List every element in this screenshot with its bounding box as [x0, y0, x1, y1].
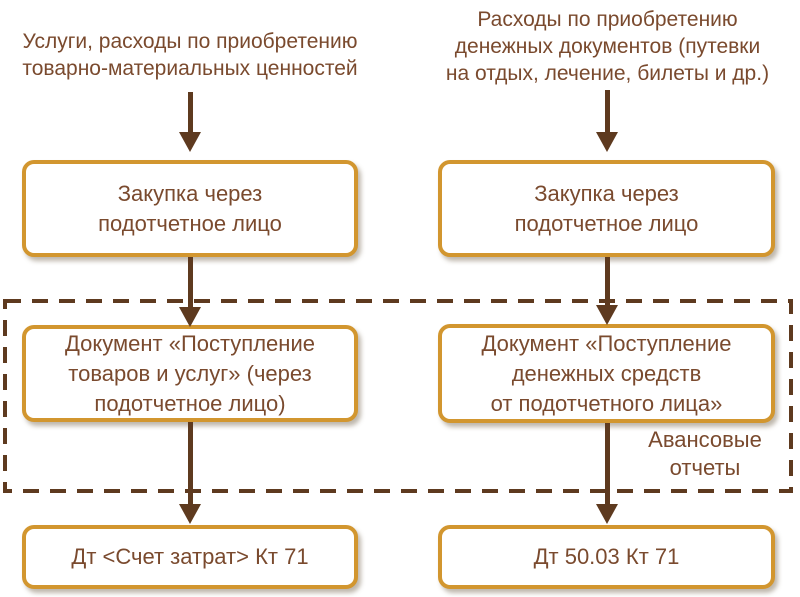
- posting-text: Дт <Счет затрат> Кт 71: [71, 544, 309, 569]
- arrow-head: [179, 504, 201, 524]
- box-purchase-right: Закупка через подотчетное лицо: [438, 160, 775, 257]
- box-text-line: подотчетное лицо: [514, 210, 699, 236]
- box-text-line: Закупка через: [534, 180, 679, 206]
- arrow-shaft: [187, 422, 193, 504]
- arrow-head: [179, 307, 201, 327]
- arrow-shaft: [604, 90, 610, 132]
- group-label-line: отчеты: [669, 455, 741, 480]
- arrow-shaft: [604, 257, 610, 305]
- box-posting-left: Дт <Счет затрат> Кт 71: [22, 525, 358, 589]
- arrow-head: [596, 305, 618, 325]
- box-text-line: от подотчетного лица»: [490, 390, 723, 416]
- source-label-services: Услуги, расходы по приобретению товарно-…: [8, 28, 372, 82]
- box-document-goods-services: Документ «Поступление товаров и услуг» (…: [22, 325, 358, 422]
- avansovye-group-label: Авансовые отчеты: [635, 426, 775, 482]
- source-label-line: Расходы по приобретению: [477, 8, 738, 31]
- arrow-down-icon: [596, 90, 618, 152]
- box-text-line: Документ «Поступление: [65, 330, 315, 356]
- group-label-line: Авансовые: [648, 427, 762, 452]
- arrow-head: [596, 504, 618, 524]
- arrow-shaft: [187, 92, 193, 132]
- source-label-line: на отдых, лечение, билеты и др.): [445, 62, 770, 85]
- box-text-line: подотчетное лицо: [98, 210, 282, 236]
- box-text-line: Закупка через: [117, 180, 263, 206]
- arrow-shaft: [604, 423, 610, 504]
- posting-text: Дт 50.03 Кт 71: [533, 544, 680, 569]
- source-label-monetary-documents: Расходы по приобретению денежных докумен…: [425, 6, 790, 87]
- box-purchase-left: Закупка через подотчетное лицо: [22, 160, 358, 257]
- arrow-shaft: [187, 257, 193, 307]
- box-text-line: Документ «Поступление: [481, 330, 732, 356]
- arrow-head: [179, 132, 201, 152]
- box-document-cash-receipt: Документ «Поступление денежных средств о…: [438, 324, 775, 423]
- source-label-line: Услуги, расходы по приобретению: [22, 30, 358, 53]
- box-posting-right: Дт 50.03 Кт 71: [438, 525, 775, 589]
- dashed-border: [3, 299, 793, 493]
- arrow-down-icon: [179, 257, 201, 327]
- box-text-line: денежных средств: [511, 360, 702, 386]
- box-text-line: товаров и услуг» (через: [68, 360, 312, 386]
- source-label-line: товарно-материальных ценностей: [22, 57, 358, 80]
- arrow-head: [596, 132, 618, 152]
- arrow-down-icon: [179, 92, 201, 152]
- arrow-down-icon: [596, 257, 618, 325]
- box-text-line: подотчетное лицо): [94, 390, 286, 416]
- arrow-down-icon: [596, 423, 618, 524]
- arrow-down-icon: [179, 422, 201, 524]
- avansovye-group-frame: [3, 299, 793, 493]
- source-label-line: денежных документов (путевки: [454, 35, 761, 58]
